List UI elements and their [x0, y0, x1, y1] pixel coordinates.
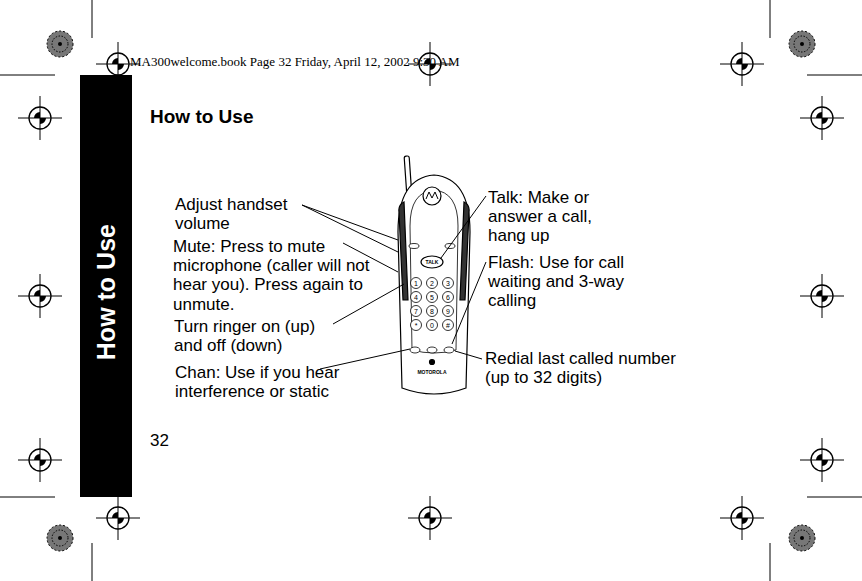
key-digit: 8: [430, 308, 434, 315]
side-tab: [80, 75, 132, 497]
key-digit: 0: [430, 322, 434, 329]
key-button: [411, 292, 422, 303]
key-digit: *: [415, 322, 418, 329]
callout-text: Mute: Press to mute microphone (caller w…: [173, 237, 371, 314]
registration-marks: [18, 31, 844, 551]
callout-text: Turn ringer on (up) and off (down): [174, 317, 342, 355]
callout-text: Talk: Make or answer a call, hang up: [488, 188, 628, 246]
keypad: [411, 278, 454, 331]
key-button: [443, 320, 454, 331]
key-digit: 7: [414, 308, 418, 315]
key-button: [443, 278, 454, 289]
button-label: TALK: [426, 260, 439, 265]
side-tab-text: How to Use: [92, 224, 120, 360]
key-button: [427, 306, 438, 317]
key-button: [411, 306, 422, 317]
page-number: 32: [150, 431, 169, 450]
key-button: [427, 292, 438, 303]
callout-text: Chan: Use if you hear interference or st…: [175, 363, 351, 401]
key-digit: 1: [414, 280, 418, 287]
key-button: [443, 292, 454, 303]
cordless-handset: [398, 156, 470, 394]
key-button: [427, 320, 438, 331]
callout-text: Adjust handset volume: [175, 195, 315, 233]
key-digit: #: [446, 322, 450, 329]
key-digit: 4: [414, 294, 418, 301]
key-button: [411, 278, 422, 289]
key-button: [443, 306, 454, 317]
key-digit: 9: [446, 308, 450, 315]
page-heading: How to Use: [150, 106, 253, 127]
key-digit: 3: [446, 280, 450, 287]
key-digit: 2: [430, 280, 434, 287]
key-digit: 5: [430, 294, 434, 301]
brand-logo: MOTOROLA: [417, 370, 446, 375]
callout-text: Redial last called number (up to 32 digi…: [485, 349, 700, 387]
key-button: [427, 278, 438, 289]
key-digit: 6: [446, 294, 450, 301]
callout-text: Flash: Use for call waiting and 3-way ca…: [488, 253, 658, 311]
print-header: MA300welcome.book Page 32 Friday, April …: [130, 55, 460, 70]
key-button: [411, 320, 422, 331]
